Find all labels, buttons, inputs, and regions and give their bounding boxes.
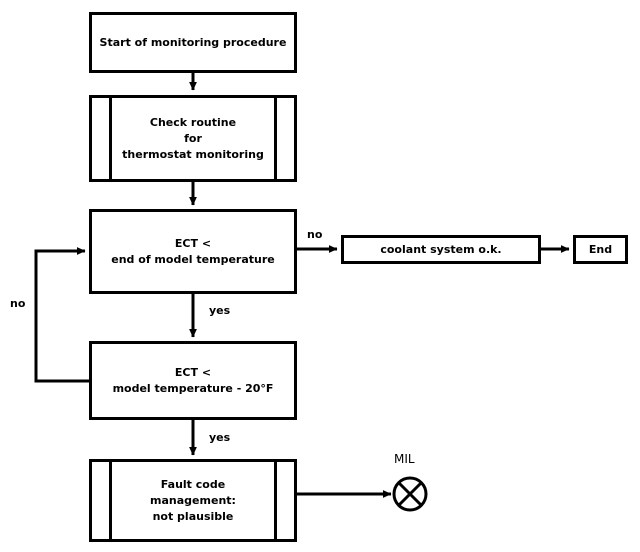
node-coolant-ok[interactable]: coolant system o.k. [341, 235, 541, 264]
node-end[interactable]: End [573, 235, 628, 264]
node-check-routine-label: Check routine for thermostat monitoring [122, 115, 264, 161]
mil-lamp-icon [392, 476, 428, 512]
node-fault-code-label: Fault code management: not plausible [150, 477, 236, 523]
node-fault-code[interactable]: Fault code management: not plausible [89, 459, 297, 542]
node-start[interactable]: Start of monitoring procedure [89, 12, 297, 73]
edge-label-yes-lower: yes [209, 431, 231, 444]
predefined-process-left-bar [109, 95, 112, 182]
node-check-routine[interactable]: Check routine for thermostat monitoring [89, 95, 297, 182]
predefined-process-right-bar [274, 459, 277, 542]
node-decision-minus20-label: ECT < model temperature - 20°F [112, 365, 274, 395]
edge-label-no-right: no [307, 228, 323, 241]
predefined-process-left-bar [109, 459, 112, 542]
node-end-label: End [588, 242, 613, 256]
node-coolant-ok-label: coolant system o.k. [380, 242, 502, 256]
edge-decision2-no-feedback-loop [34, 247, 89, 383]
mil-label: MIL [394, 452, 415, 466]
node-decision-end-temp-label: ECT < end of model temperature [111, 236, 275, 266]
predefined-process-right-bar [274, 95, 277, 182]
node-start-label: Start of monitoring procedure [99, 35, 287, 49]
node-decision-end-temp[interactable]: ECT < end of model temperature [89, 209, 297, 294]
edge-label-no-left: no [10, 297, 26, 310]
node-decision-minus20[interactable]: ECT < model temperature - 20°F [89, 341, 297, 420]
edge-label-yes-upper: yes [209, 304, 231, 317]
